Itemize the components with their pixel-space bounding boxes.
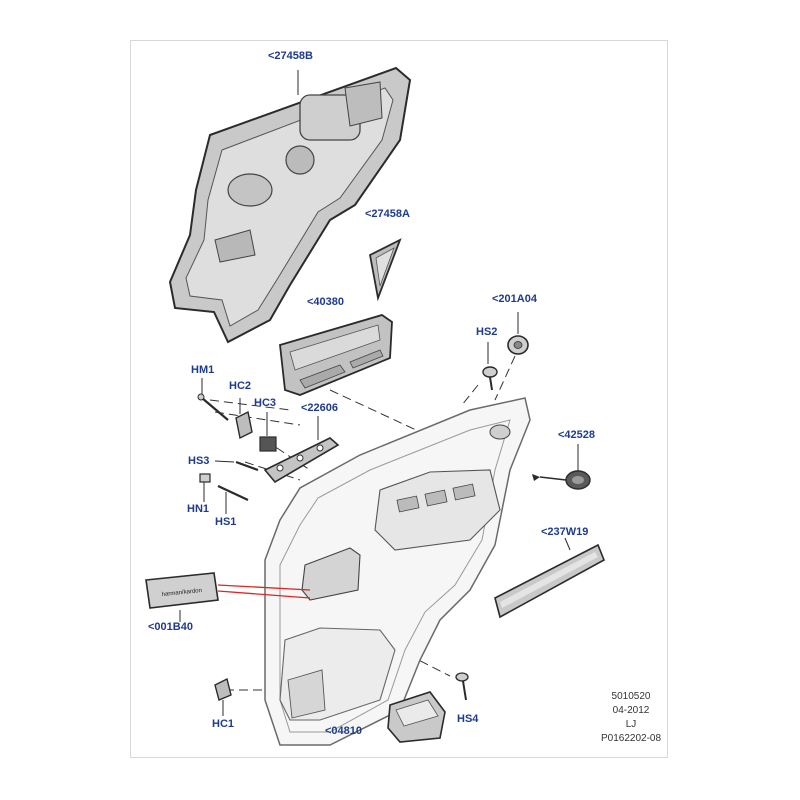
- part-27458A-corner-trim[interactable]: [368, 238, 402, 302]
- diagram-initials: LJ: [625, 719, 637, 730]
- label-40380[interactable]: <40380: [307, 296, 345, 308]
- label-27458A[interactable]: <27458A: [365, 208, 410, 220]
- diagram-reference: P0162202-08: [600, 733, 662, 744]
- part-42528-speaker-grille[interactable]: [532, 444, 591, 490]
- badge-text: harman/kardon: [162, 588, 203, 598]
- label-HC2[interactable]: HC2: [229, 380, 252, 392]
- label-HS2[interactable]: HS2: [476, 326, 498, 338]
- label-HS1[interactable]: HS1: [215, 516, 237, 528]
- label-237W19[interactable]: <237W19: [541, 526, 589, 538]
- diagram-code: 5010520: [611, 691, 651, 702]
- highlight-leader-lines: [217, 584, 311, 599]
- label-HC1[interactable]: HC1: [212, 718, 235, 730]
- part-HC2-bracket[interactable]: [235, 398, 253, 440]
- part-HC1-clip[interactable]: [214, 677, 232, 716]
- label-HS3[interactable]: HS3: [188, 455, 210, 467]
- part-door-trim-panel[interactable]: [264, 397, 531, 746]
- label-27458B[interactable]: <27458B: [268, 50, 313, 62]
- part-HC3-clip[interactable]: [259, 412, 277, 452]
- part-22606-handle-bracket[interactable]: [263, 416, 340, 484]
- part-HS4-screw[interactable]: [455, 672, 469, 701]
- label-001B40[interactable]: <001B40: [148, 621, 193, 633]
- label-22606[interactable]: <22606: [301, 402, 339, 414]
- label-HC3[interactable]: HC3: [254, 397, 277, 409]
- label-42528[interactable]: <42528: [558, 429, 596, 441]
- diagram-metadata: 5010520 04-2012 LJ P0162202-08: [598, 690, 664, 746]
- label-HN1[interactable]: HN1: [187, 503, 210, 515]
- part-HM1-bolt[interactable]: [197, 378, 229, 421]
- part-001B40-badge[interactable]: harman/kardon: [145, 572, 219, 622]
- label-201A04[interactable]: <201A04: [492, 293, 537, 305]
- part-HS2-screw[interactable]: [482, 342, 498, 391]
- diagram-date: 04-2012: [612, 705, 650, 716]
- part-201A04-clip[interactable]: [507, 312, 529, 355]
- part-237W19-trim-strip[interactable]: [494, 537, 606, 619]
- part-27458B-inner-panel[interactable]: [168, 66, 412, 344]
- label-HS4[interactable]: HS4: [457, 713, 479, 725]
- label-04810[interactable]: <04810: [325, 725, 363, 737]
- part-HN1-nut[interactable]: [199, 473, 211, 502]
- label-HM1[interactable]: HM1: [191, 364, 215, 376]
- part-HS3-screw[interactable]: [214, 460, 259, 472]
- diagram-frame: [130, 40, 668, 758]
- part-04810-courtesy-lamp[interactable]: [387, 691, 446, 743]
- part-HS1-screw[interactable]: [217, 485, 249, 514]
- part-40380-armrest[interactable]: [279, 314, 393, 396]
